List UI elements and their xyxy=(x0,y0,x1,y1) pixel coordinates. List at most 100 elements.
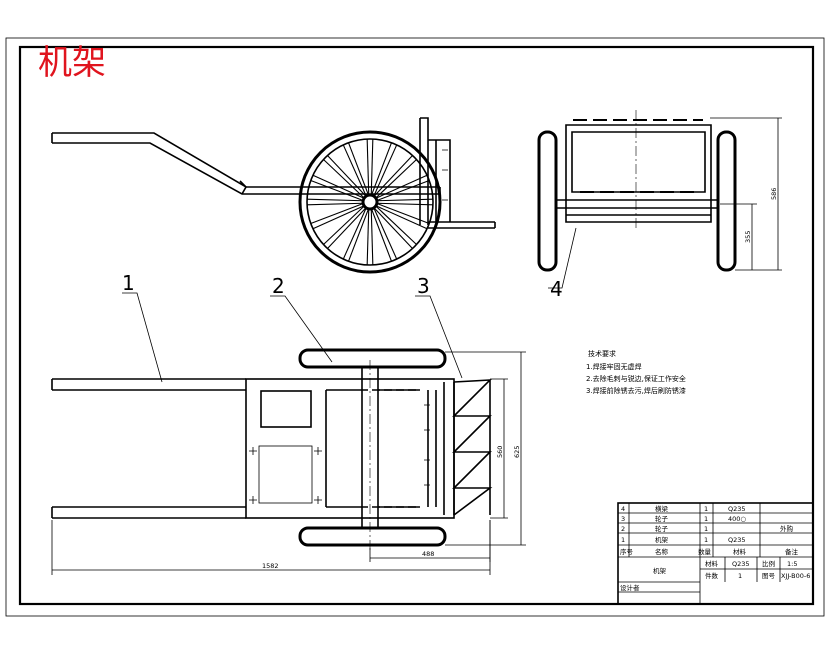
title-block-grid xyxy=(618,503,813,604)
drawing-title: 机架 xyxy=(38,43,106,83)
part-4-no: 4 xyxy=(621,505,625,513)
wheel-spoke xyxy=(323,205,365,245)
leader-1 xyxy=(122,292,163,383)
frame-plate-1 xyxy=(260,390,312,428)
notes-heading: 技术要求 xyxy=(588,349,616,358)
wheel-spoke xyxy=(307,198,364,202)
part-3-qty: 1 xyxy=(704,515,708,523)
wheel-spoke xyxy=(348,208,370,262)
dim-overall-width xyxy=(445,351,526,546)
part-1-name: 机架 xyxy=(655,535,669,544)
left-wheel-front xyxy=(537,130,558,272)
hopper-ticks xyxy=(424,404,430,486)
top-view: 1 2 3 1582 488 560 625 xyxy=(51,271,526,575)
handles-top xyxy=(51,378,246,519)
rear-frame xyxy=(419,117,496,229)
front-view: 586 355 4 xyxy=(537,110,782,301)
notes-item-3: 3.焊接前除锈去污,焊后刷防锈漆 xyxy=(586,386,686,395)
header-note: 备注 xyxy=(785,547,799,556)
dim-front-width xyxy=(369,520,491,562)
part-4-qty: 1 xyxy=(704,505,708,513)
balloon-4: 4 xyxy=(550,277,563,301)
wheel-spoke xyxy=(348,142,370,196)
part-3-material: 400○ xyxy=(728,515,746,523)
wheel-inner xyxy=(306,138,434,266)
right-wheel-front xyxy=(716,130,737,272)
hopper-dashes xyxy=(573,119,703,193)
handle-joint xyxy=(239,180,247,195)
dim-overall-width-text: 625 xyxy=(513,446,521,458)
wheel-spoke xyxy=(307,202,364,206)
dim-axle-height xyxy=(720,203,757,270)
leader-2 xyxy=(270,295,333,363)
axle-top xyxy=(361,367,379,528)
part-1-no: 1 xyxy=(621,536,625,544)
wheel-spoke xyxy=(376,202,433,206)
wheel-spoke xyxy=(342,144,367,197)
header-name: 名称 xyxy=(655,547,669,556)
dim-side-height-text: 586 xyxy=(770,188,778,200)
notes-item-1: 1.焊接牢固无虚焊 xyxy=(586,362,642,371)
wheel-spoke xyxy=(373,207,413,249)
count-value: 1 xyxy=(738,572,742,580)
handle-bar xyxy=(51,132,305,195)
wheel-spoke xyxy=(327,207,367,249)
axle-front xyxy=(556,199,718,209)
wheel-spoke xyxy=(310,202,364,224)
wheel-spoke xyxy=(373,144,398,197)
wheel-spoke xyxy=(373,155,413,197)
material-value: Q235 xyxy=(732,560,750,568)
wheel-spoke xyxy=(342,207,367,260)
hopper-teeth xyxy=(443,379,493,516)
part-3-no: 3 xyxy=(621,515,625,523)
part-3-name: 轮子 xyxy=(655,514,669,523)
frame-plate-2 xyxy=(258,445,313,504)
part-1-qty: 1 xyxy=(704,536,708,544)
outer-border xyxy=(5,37,825,617)
hopper-front xyxy=(565,124,712,223)
header-no: 序号 xyxy=(620,547,634,556)
dim-axle-height-text: 355 xyxy=(744,231,752,243)
wheel-spoke xyxy=(376,198,433,202)
leader-4 xyxy=(548,227,577,289)
wheel-spoke xyxy=(370,208,392,262)
wheel-spoke xyxy=(375,174,428,199)
wheel-hub xyxy=(361,193,379,211)
part-4-material: Q235 xyxy=(728,505,746,513)
wheel-spoke xyxy=(312,205,365,230)
axle-dashes xyxy=(360,389,418,508)
wheel-spoke xyxy=(312,174,365,199)
wheel-spoke xyxy=(366,139,370,196)
dim-front-width-text: 488 xyxy=(422,550,434,558)
wheel-outer xyxy=(298,130,442,274)
part-2-qty: 1 xyxy=(704,525,708,533)
part-1-material: Q235 xyxy=(728,536,746,544)
part-2-name: 轮子 xyxy=(655,524,669,533)
wheel-spoke xyxy=(375,205,417,245)
balloon-3: 3 xyxy=(417,274,430,298)
wheel-spoke xyxy=(376,202,430,224)
part-2-no: 2 xyxy=(621,525,625,533)
wheel-spoke xyxy=(376,180,430,202)
wheel-spoke xyxy=(373,207,398,260)
frame-top xyxy=(245,378,455,519)
notes-item-2: 2.去除毛刺与锐边,保证工作安全 xyxy=(586,374,686,383)
part-4-name: 横梁 xyxy=(655,504,669,513)
scale-value: 1:5 xyxy=(787,560,797,568)
wheel-spoke xyxy=(375,159,417,199)
side-view xyxy=(51,117,496,274)
wheel-top-upper xyxy=(298,348,447,369)
wheel-spoke xyxy=(323,159,365,199)
frame-member xyxy=(325,389,437,508)
designer-label: 设计者 xyxy=(620,583,640,592)
dim-side-height xyxy=(710,117,782,271)
leader-3 xyxy=(415,295,463,379)
count-label: 件数 xyxy=(705,571,719,580)
inner-border xyxy=(18,45,815,606)
drawing-name: 机架 xyxy=(653,566,667,575)
frame-crosses xyxy=(249,447,322,504)
wheel-spoke xyxy=(366,208,370,265)
technical-notes: 技术要求 1.焊接牢固无虚焊 2.去除毛刺与锐边,保证工作安全 3.焊接前除锈去… xyxy=(586,349,686,395)
drawing-no-value: XJJ-B00-6 xyxy=(781,572,810,580)
